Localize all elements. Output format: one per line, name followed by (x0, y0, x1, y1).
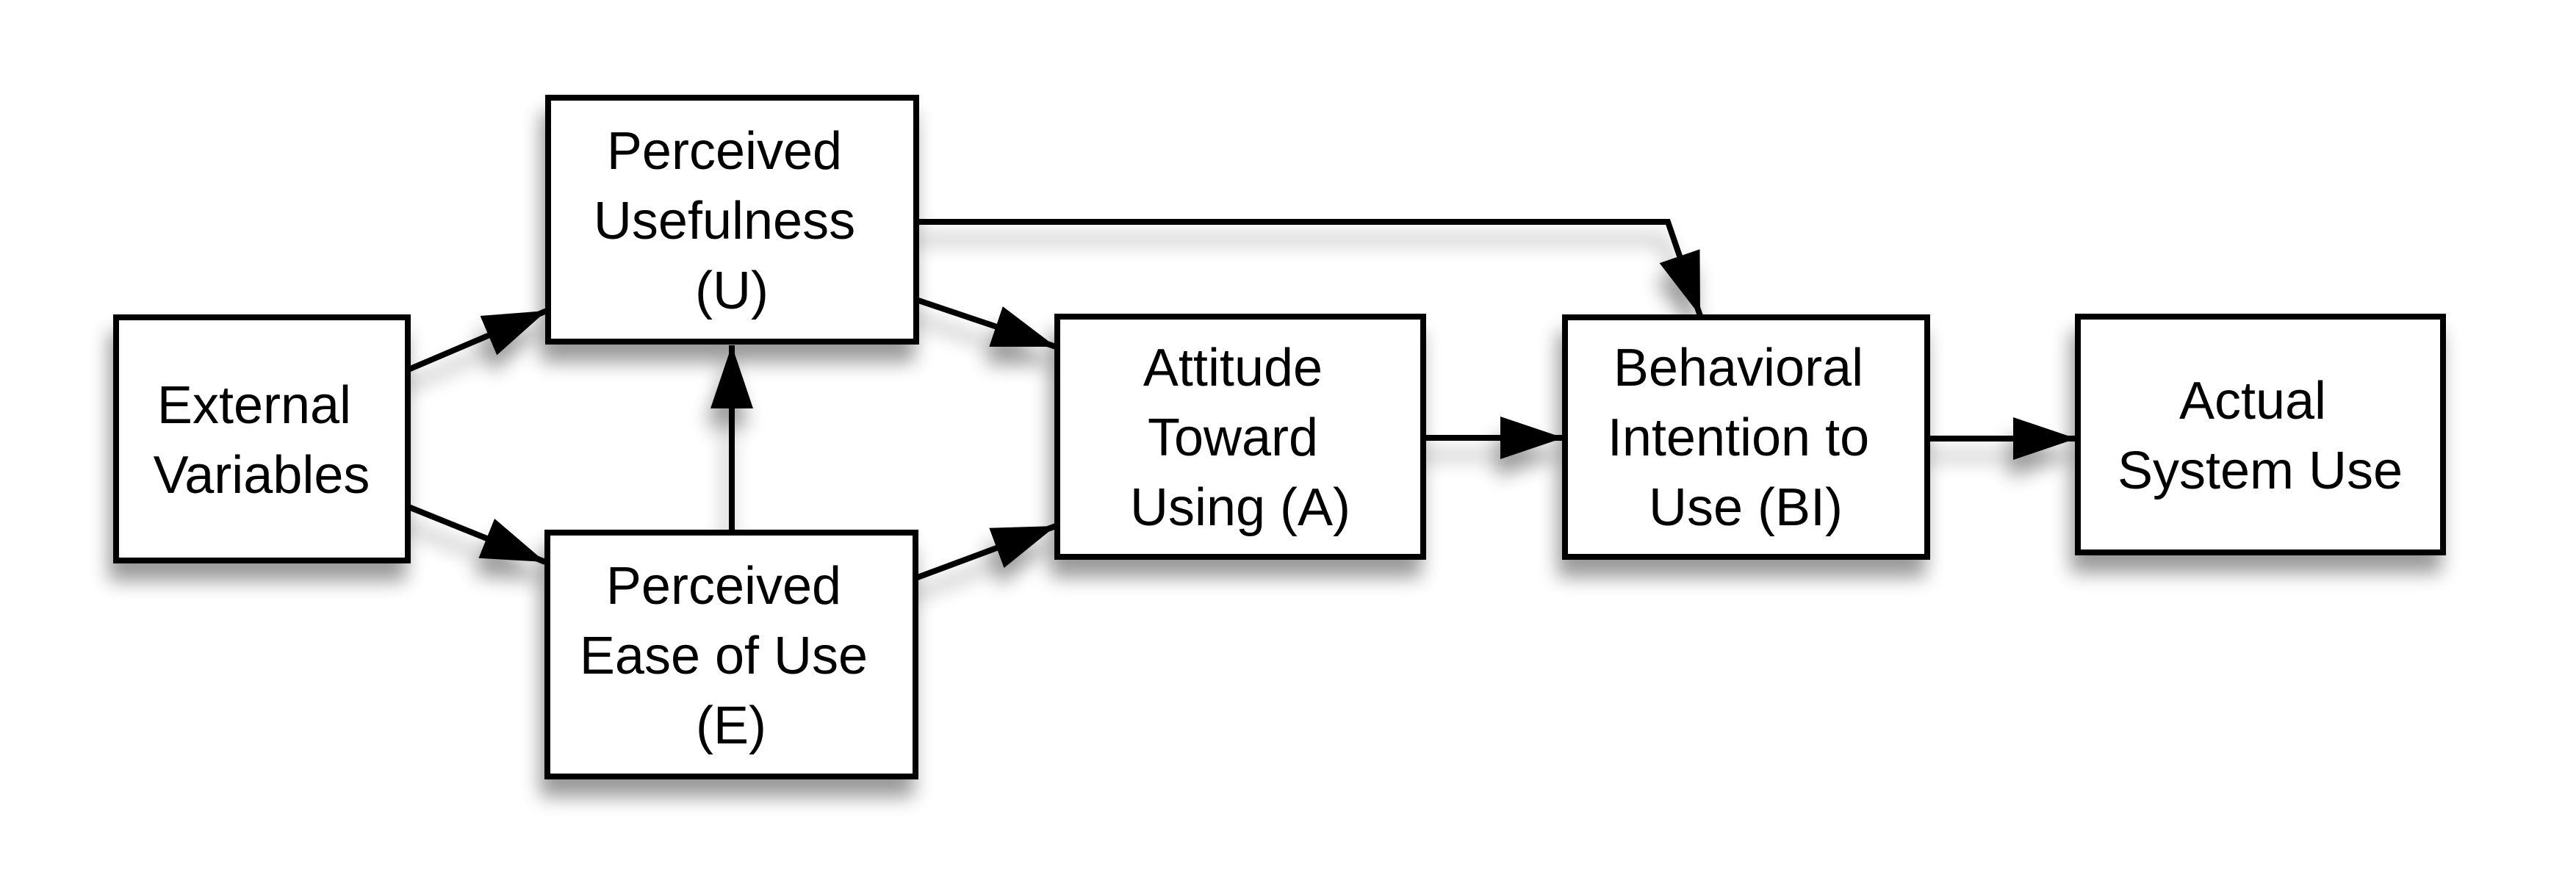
node-perceived-usefulness-label: Perceived Usefulness (U) (594, 122, 870, 320)
arrow-external-variables-to-perceived-ease-of-use (407, 504, 547, 565)
arrow-perceived-usefulness-to-behavioral-intention (916, 219, 1703, 317)
edges (407, 219, 2076, 581)
node-perceived-ease-of-use-label: Perceived Ease of Use (E) (580, 557, 882, 755)
arrow-external-variables-to-perceived-usefulness (407, 308, 548, 372)
node-external-variables: External Variables (113, 314, 411, 563)
node-attitude-toward-using-box (1054, 314, 1426, 560)
node-external-variables-box (113, 314, 411, 563)
node-attitude-toward-using: Attitude Toward Using (A) (1054, 314, 1426, 560)
node-perceived-usefulness-box (545, 95, 919, 345)
node-attitude-toward-using-label: Attitude Toward Using (A) (1130, 339, 1350, 537)
nodes: External Variables Perceived Usefulness … (113, 95, 2446, 779)
node-perceived-usefulness: Perceived Usefulness (U) (545, 95, 919, 345)
node-actual-system-use-label: Actual System Use (2118, 372, 2403, 500)
node-behavioral-intention: Behavioral Intention to Use (BI) (1562, 314, 1930, 560)
node-perceived-ease-of-use-box (544, 530, 918, 779)
node-actual-system-use: Actual System Use (2075, 314, 2446, 555)
node-external-variables-label: External Variables (154, 376, 370, 505)
node-behavioral-intention-label: Behavioral Intention to Use (BI) (1608, 339, 1884, 537)
node-actual-system-use-box (2075, 314, 2446, 555)
arrow-perceived-ease-of-use-to-attitude-toward-using (914, 523, 1057, 581)
node-perceived-ease-of-use: Perceived Ease of Use (E) (544, 530, 918, 779)
node-behavioral-intention-box (1562, 314, 1930, 560)
arrow-perceived-usefulness-to-attitude-toward-using (915, 297, 1057, 350)
